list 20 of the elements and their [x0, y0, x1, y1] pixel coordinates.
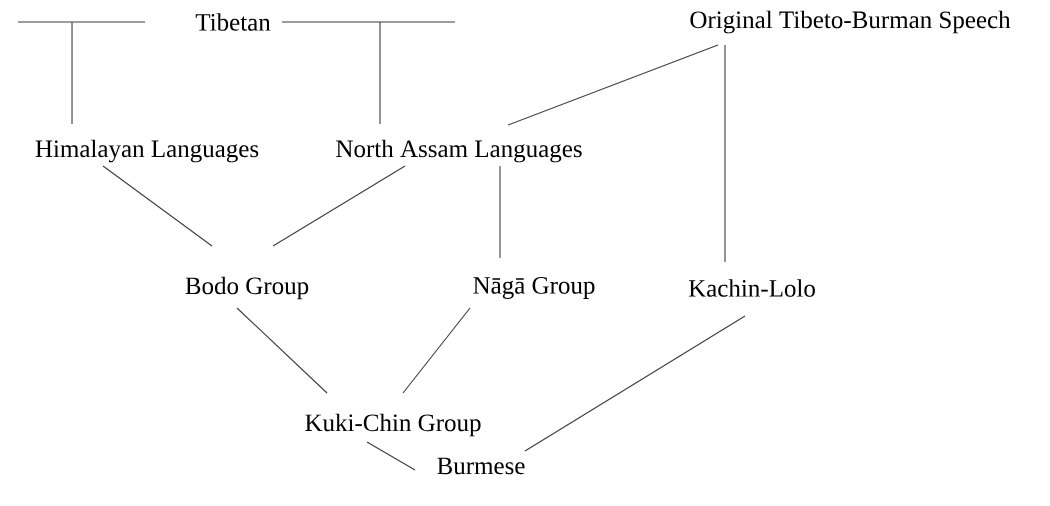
tree-line	[102, 165, 213, 247]
tree-line	[272, 165, 406, 247]
tree-line	[524, 315, 746, 452]
language-label: Burmese	[437, 457, 525, 475]
language-label: Himalayan Languages	[35, 139, 259, 163]
tree-line	[724, 44, 726, 263]
tree-line	[366, 441, 416, 471]
tree-line	[507, 44, 719, 126]
language-label: Original Tibeto-Burman Speech	[690, 10, 1011, 34]
language-label: Nāgā Group	[473, 277, 595, 299]
language-label: Kachin-Lolo	[688, 279, 815, 297]
tree-line	[17, 21, 146, 125]
language-label: North Assam Languages	[336, 139, 582, 163]
language-label: Kuki-Chin Group	[305, 413, 481, 437]
language-label: Bodo Group	[185, 276, 309, 300]
language-label: Tibetan	[195, 13, 271, 31]
tree-line	[281, 21, 456, 125]
tree-line	[499, 165, 501, 259]
tree-line	[402, 307, 471, 394]
tree-line	[236, 307, 328, 394]
